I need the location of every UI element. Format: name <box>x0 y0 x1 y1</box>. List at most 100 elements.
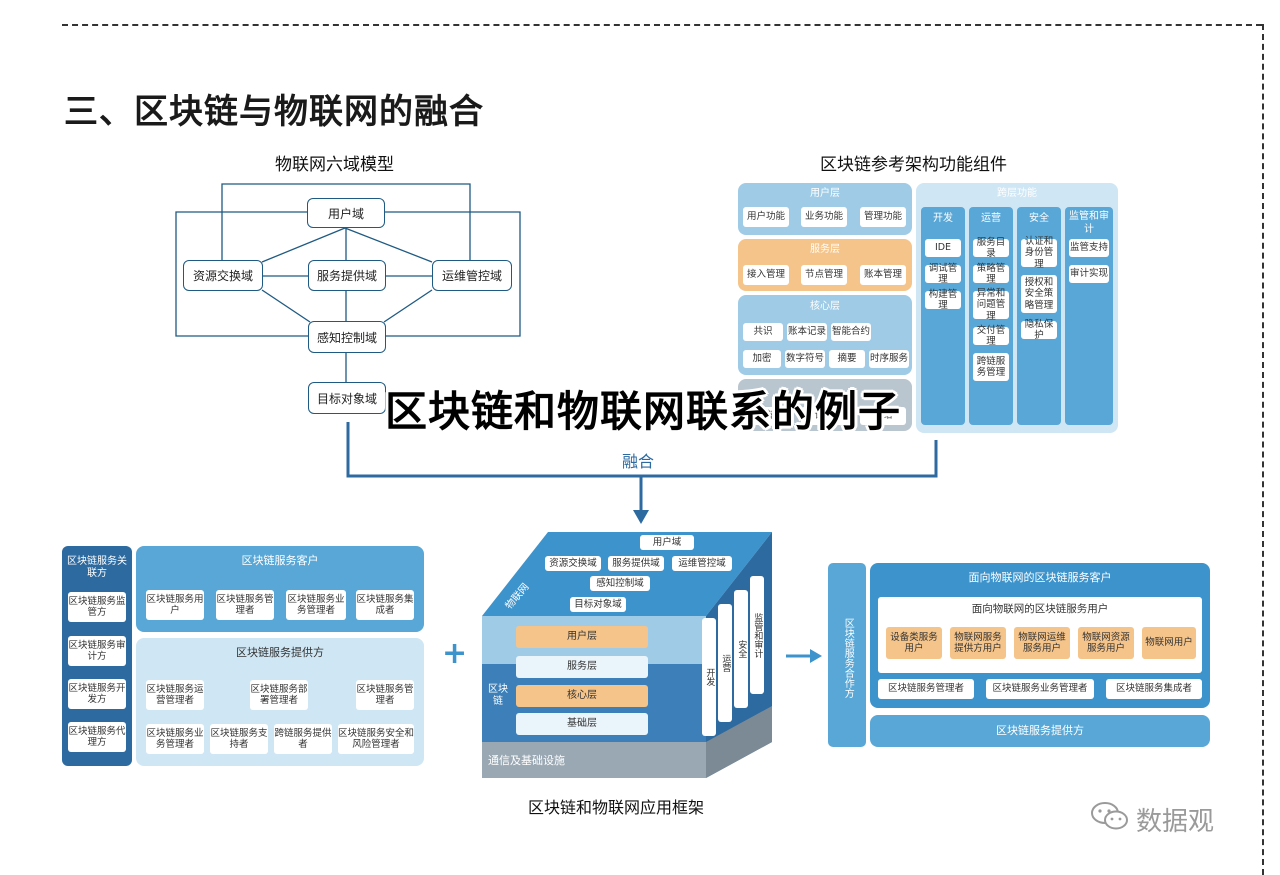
cross-col-title: 监管和审计 <box>1069 211 1109 235</box>
cross-col-title: 运营 <box>981 213 1001 224</box>
overlay-title: 区块链和物联网联系的例子 <box>385 387 902 436</box>
cube-side-col: 监管和审计 <box>750 576 764 694</box>
domain-service: 服务提供域 <box>308 260 386 291</box>
base-layer-item: 计算 <box>801 407 847 425</box>
iot-manager-item: 区块链服务集成者 <box>1106 679 1202 699</box>
cube-side-col: 安全 <box>734 590 748 708</box>
watermark: 数据观 <box>1090 800 1214 839</box>
cube-side-col: 运营 <box>718 604 732 722</box>
cross-item: 调试管理 <box>925 263 961 285</box>
provider-item: 区块链服务管理者 <box>356 680 414 710</box>
core-layer-item: 数字符号 <box>785 350 825 368</box>
iot-customer-title: 面向物联网的区块链服务客户 <box>968 571 1112 585</box>
cross-item: 交付管理 <box>973 325 1009 347</box>
provider-title: 区块链服务提供方 <box>236 646 324 660</box>
customer-item: 区块链服务业务管理者 <box>286 590 346 620</box>
iot-user-item: 物联网资源服务用户 <box>1078 627 1134 659</box>
provider-item: 区块链服务运营管理者 <box>146 680 204 710</box>
framework-caption: 区块链和物联网应用框架 <box>528 798 705 817</box>
user-layer-item: 业务功能 <box>801 207 847 227</box>
provider-item: 跨链服务提供者 <box>274 724 332 754</box>
service-layer-title: 服务层 <box>810 243 840 255</box>
watermark-text: 数据观 <box>1136 807 1215 837</box>
cross-item: 授权和安全策略管理 <box>1021 275 1057 313</box>
service-layer-item: 节点管理 <box>801 265 847 285</box>
cube-layer: 核心层 <box>516 685 648 707</box>
iot-user-item: 物联网运维服务用户 <box>1014 627 1070 659</box>
cross-col-title: 安全 <box>1029 213 1049 224</box>
bc-arch-title: 区块链参考架构功能组件 <box>820 155 1007 175</box>
iot-user-item: 物联网用户 <box>1142 627 1196 659</box>
provider-item: 区块链服务部署管理者 <box>250 680 308 710</box>
wechat-icon <box>1090 800 1130 839</box>
service-layer-item: 账本管理 <box>860 265 906 285</box>
service-layer-item: 接入管理 <box>743 265 789 285</box>
fusion-label: 融合 <box>622 452 655 471</box>
base-layer-item: 存储 <box>743 407 789 425</box>
user-layer-item: 管理功能 <box>860 207 906 227</box>
base-layer-panel: 存储 计算 网络 <box>738 379 912 431</box>
service-layer-panel: 服务层 接入管理 节点管理 账本管理 <box>738 239 912 291</box>
cross-layer-panel: 跨层功能 开发 IDE 调试管理 构建管理 运营 服务目录 策略管理 异常和问题… <box>916 183 1118 433</box>
iot-user-item: 设备类服务用户 <box>886 627 942 659</box>
cross-col-dev: 开发 IDE 调试管理 构建管理 <box>921 207 965 425</box>
cube-layer: 服务层 <box>516 656 648 678</box>
iot-manager-item: 区块链服务业务管理者 <box>986 679 1094 699</box>
domain-resource: 资源交换域 <box>183 260 263 291</box>
provider-item: 区块链服务安全和风险管理者 <box>338 724 414 754</box>
cube-side-col: 开发 <box>702 618 716 736</box>
bc-service-provider: 区块链服务提供方 区块链服务运营管理者 区块链服务部署管理者 区块链服务管理者 … <box>136 638 424 766</box>
bc-service-stakeholders: 区块链服务关联方 区块链服务监管方 区块链服务审计方 区块链服务开发方 区块链服… <box>62 546 132 766</box>
cube-top-item: 资源交换域 <box>545 556 601 571</box>
iot-user-title: 面向物联网的区块链服务用户 <box>971 603 1109 616</box>
cross-item: 监管支持 <box>1069 239 1109 257</box>
user-layer-panel: 用户层 用户功能 业务功能 管理功能 <box>738 183 912 235</box>
cross-item: 服务目录 <box>973 237 1009 259</box>
page-title: 三、区块链与物联网的融合 <box>64 92 484 132</box>
domain-sensing: 感知控制域 <box>308 321 386 353</box>
stakeholder-item: 区块链服务代理方 <box>68 722 126 752</box>
core-layer-item: 加密 <box>743 350 781 368</box>
provider-item: 区块链服务业务管理者 <box>146 724 204 754</box>
cube-top-item: 运维管控域 <box>672 556 732 571</box>
customer-title: 区块链服务客户 <box>241 554 319 568</box>
cross-col-ops: 运营 服务目录 策略管理 异常和问题管理 交付管理 跨链服务管理 <box>969 207 1013 425</box>
cross-item: 隐私保护 <box>1021 319 1057 341</box>
customer-item: 区块链服务集成者 <box>356 590 414 620</box>
cube-layer: 基础层 <box>516 713 648 735</box>
core-layer-item: 共识 <box>743 323 783 341</box>
cube-bottom-label: 通信及基础设施 <box>488 754 565 768</box>
provider-item: 区块链服务支持者 <box>210 724 268 754</box>
cube-top-item: 用户域 <box>640 535 694 550</box>
cross-item: 跨链服务管理 <box>973 353 1009 381</box>
cross-item: 策略管理 <box>973 263 1009 285</box>
base-layer-item: 网络 <box>860 407 906 425</box>
right-dashed-border <box>1262 24 1264 875</box>
cross-item: 审计实现 <box>1069 265 1109 283</box>
stakeholders-title: 区块链服务关联方 <box>67 555 127 580</box>
core-layer-item: 账本记录 <box>787 323 827 341</box>
iot-bc-user-box: 面向物联网的区块链服务用户 设备类服务用户 物联网服务提供方用户 物联网运维服务… <box>878 597 1202 673</box>
top-dashed-border <box>62 24 1262 26</box>
cross-col-security: 安全 认证和身份管理 授权和安全策略管理 隐私保护 <box>1017 207 1061 425</box>
bc-service-customer: 区块链服务客户 区块链服务用户 区块链服务管理者 区块链服务业务管理者 区块链服… <box>136 546 424 632</box>
plus-sign: + <box>442 636 468 671</box>
core-layer-item: 时序服务 <box>869 350 909 368</box>
core-layer-panel: 核心层 共识 账本记录 智能合约 加密 数字符号 摘要 时序服务 <box>738 295 912 375</box>
cross-item: 异常和问题管理 <box>973 288 1009 322</box>
cube-top-item: 目标对象域 <box>570 597 626 612</box>
user-layer-title: 用户层 <box>810 187 840 199</box>
domain-user: 用户域 <box>307 198 385 228</box>
bc-service-partner: 区块链服务合作方 <box>828 563 866 747</box>
cube-top-item: 服务提供域 <box>608 556 664 571</box>
iot-user-item: 物联网服务提供方用户 <box>950 627 1006 659</box>
domain-target: 目标对象域 <box>308 382 386 414</box>
stakeholder-item: 区块链服务监管方 <box>68 592 126 622</box>
cross-col-title: 开发 <box>933 213 953 224</box>
cross-layer-title: 跨层功能 <box>997 187 1037 199</box>
domain-ops: 运维管控域 <box>432 260 512 291</box>
partner-title: 区块链服务合作方 <box>842 618 854 698</box>
cross-item: 构建管理 <box>925 289 961 311</box>
cube-blockchain-label: 区块链 <box>488 683 508 708</box>
cube-layer: 用户层 <box>516 626 648 648</box>
